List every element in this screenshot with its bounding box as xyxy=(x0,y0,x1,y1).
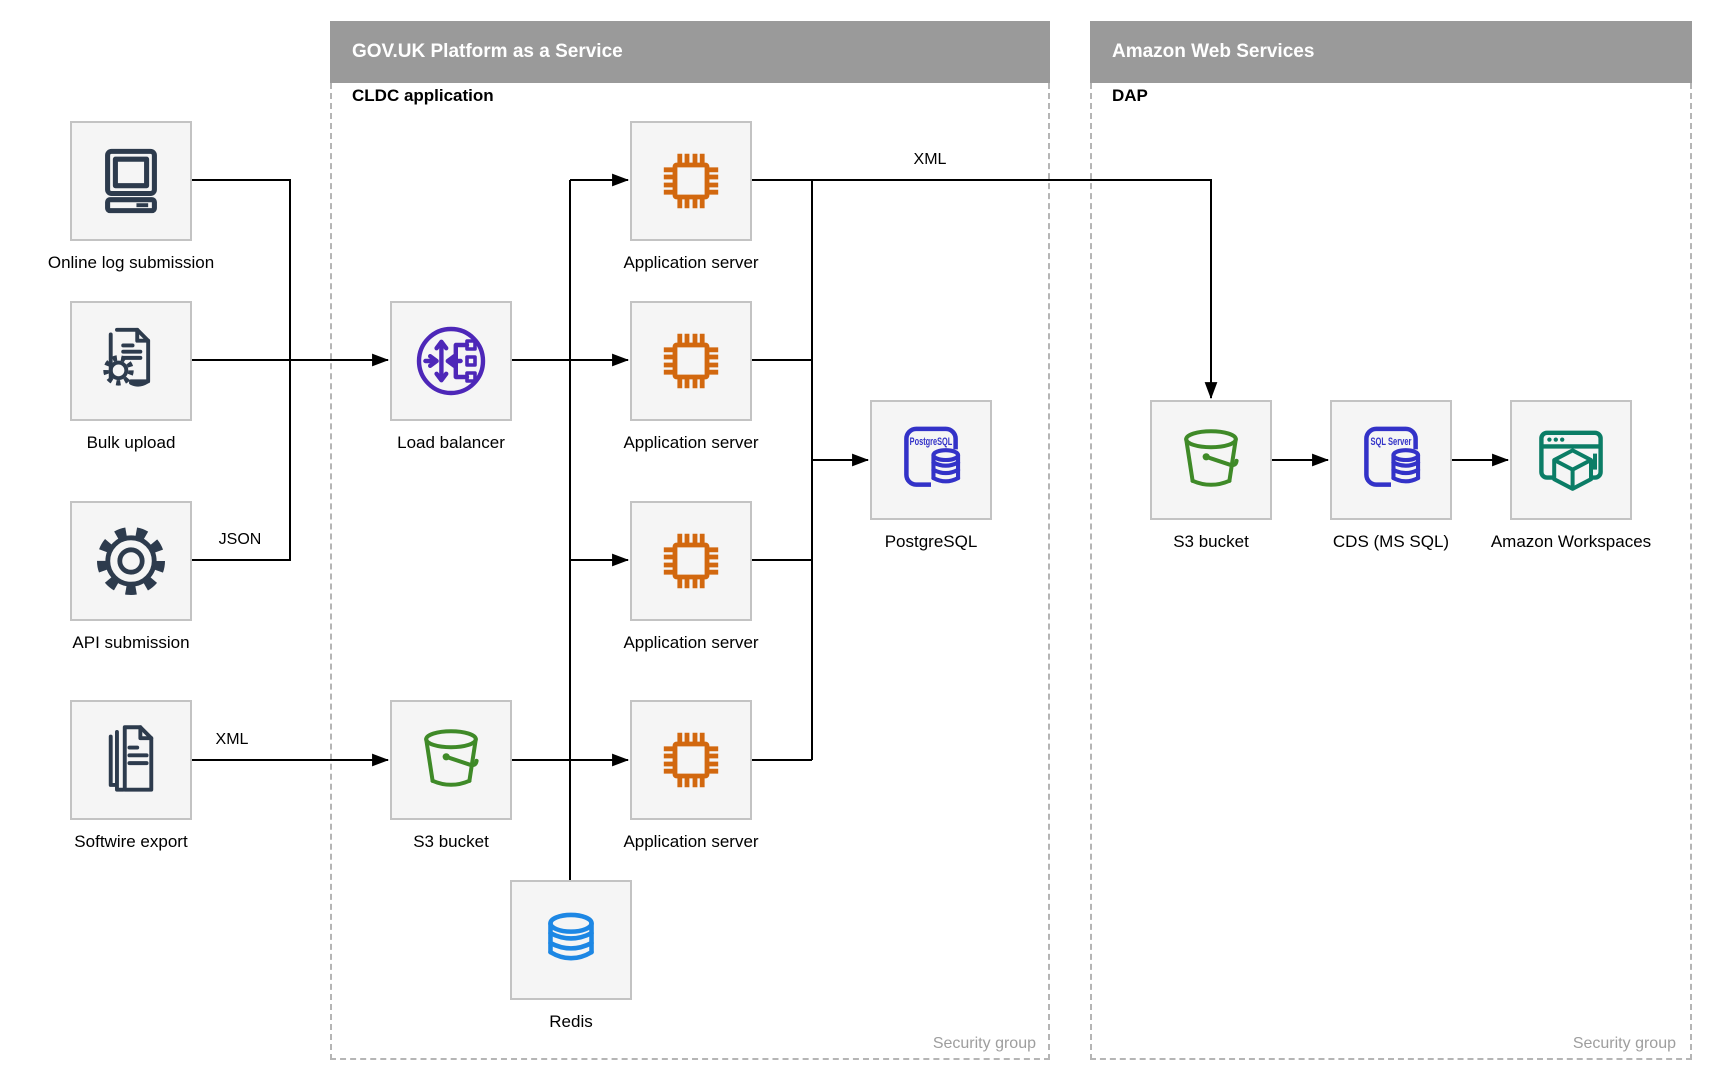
load-balancer-icon xyxy=(411,321,491,401)
redis-database-icon xyxy=(533,902,609,978)
node-label: Application server xyxy=(623,253,759,272)
node-label: CDS (MS SQL) xyxy=(1332,532,1450,551)
paas-security-group-label: Security group xyxy=(932,1035,1036,1052)
sql-server-database-icon: SQL Server xyxy=(1350,419,1432,501)
postgresql-database-icon: PostgreSQL xyxy=(890,419,972,501)
node-redis xyxy=(510,880,632,1000)
aws-sublabel: DAP xyxy=(1112,86,1148,105)
gear-icon xyxy=(91,521,171,601)
s3-bucket-icon xyxy=(1171,420,1251,500)
document-gear-icon xyxy=(92,322,170,400)
postgresql-icon-text: PostgreSQL xyxy=(910,436,953,448)
paas-sublabel: CLDC application xyxy=(352,86,494,105)
node-label: S3 bucket xyxy=(413,832,489,851)
node-label: Application server xyxy=(623,832,759,851)
node-s3-bucket-paas xyxy=(390,700,512,820)
edge-sources-merge xyxy=(192,179,291,561)
node-application-server-4 xyxy=(630,700,752,820)
cpu-chip-icon xyxy=(651,141,731,221)
documents-stack-icon xyxy=(92,721,170,799)
node-label: S3 bucket xyxy=(1173,532,1249,551)
node-postgresql: PostgreSQL xyxy=(870,400,992,520)
node-application-server-3 xyxy=(630,501,752,621)
node-application-server-2 xyxy=(630,301,752,421)
node-label: Application server xyxy=(623,633,759,652)
node-amazon-workspaces xyxy=(1510,400,1632,520)
node-label: Load balancer xyxy=(397,433,505,452)
node-cds-ms-sql: SQL Server xyxy=(1330,400,1452,520)
aws-security-group-label: Security group xyxy=(1572,1035,1676,1052)
node-softwire-export xyxy=(70,700,192,820)
node-label: Softwire export xyxy=(74,832,188,851)
desktop-computer-icon xyxy=(92,142,170,220)
node-application-server-1 xyxy=(630,121,752,241)
aws-container-title: Amazon Web Services xyxy=(1112,41,1315,62)
node-label: PostgreSQL xyxy=(884,532,978,551)
sql-server-icon-text: SQL Server xyxy=(1371,436,1412,448)
node-label: API submission xyxy=(72,633,190,652)
s3-bucket-icon xyxy=(411,720,491,800)
cpu-chip-icon xyxy=(651,321,731,401)
node-label: Online log submission xyxy=(47,253,215,272)
aws-container-boundary xyxy=(1090,83,1692,1060)
node-label: Amazon Workspaces xyxy=(1490,532,1652,551)
edge-label-xml-softwire: XML xyxy=(212,731,252,749)
paas-container-boundary xyxy=(330,83,1050,1060)
paas-container-title: GOV.UK Platform as a Service xyxy=(352,41,623,62)
paas-container-header: GOV.UK Platform as a Service xyxy=(330,21,1050,83)
edge-label-json: JSON xyxy=(215,531,265,549)
aws-container-header: Amazon Web Services xyxy=(1090,21,1692,83)
node-label: Bulk upload xyxy=(86,433,176,452)
node-online-log-submission xyxy=(70,121,192,241)
node-label: Application server xyxy=(623,433,759,452)
cpu-chip-icon xyxy=(651,521,731,601)
amazon-workspaces-icon xyxy=(1531,420,1611,500)
node-load-balancer xyxy=(390,301,512,421)
edge-label-xml-top: XML xyxy=(910,151,950,169)
node-label: Redis xyxy=(549,1012,593,1031)
node-bulk-upload xyxy=(70,301,192,421)
node-s3-bucket-aws xyxy=(1150,400,1272,520)
cpu-chip-icon xyxy=(651,720,731,800)
node-api-submission xyxy=(70,501,192,621)
